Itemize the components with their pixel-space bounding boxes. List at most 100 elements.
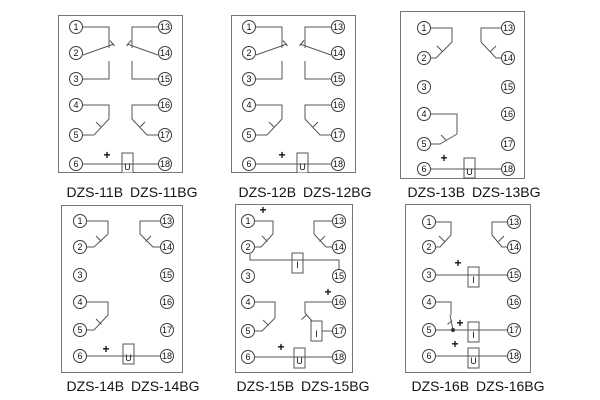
current-label-i-1: I (296, 260, 299, 270)
terminal-3: 3 (242, 72, 256, 86)
model-label-dzs-13: DZS-13B DZS-13BG (407, 184, 540, 200)
wires (249, 220, 340, 358)
coil-box-u (121, 152, 134, 173)
terminal-15: 15 (332, 269, 346, 283)
terminal-13: 13 (332, 214, 346, 228)
terminal-3: 3 (422, 268, 436, 282)
terminal-17: 17 (160, 323, 174, 337)
coil-box-u (122, 343, 135, 365)
model-label-dzs-16: DZS-16B DZS-16BG (411, 378, 544, 394)
model-label-dzs-12: DZS-12B DZS-12BG (238, 184, 371, 200)
terminal-14: 14 (331, 46, 345, 60)
coil-label-u: U (470, 356, 477, 366)
terminal-4: 4 (73, 295, 87, 309)
current-label-i-1: I (472, 275, 475, 285)
terminal-4: 4 (422, 295, 436, 309)
terminal-3: 3 (417, 80, 431, 94)
terminal-14: 14 (158, 46, 172, 60)
terminal-15: 15 (501, 80, 515, 94)
terminal-16: 16 (507, 295, 521, 309)
plus-sign: + (440, 151, 447, 165)
terminal-3: 3 (69, 72, 83, 86)
terminal-17: 17 (507, 323, 521, 337)
terminal-16: 16 (158, 98, 172, 112)
panel-dzs-14: + U 1 2 3 4 5 6 13 14 15 16 17 18 (61, 205, 183, 373)
plus-sign-5: + (456, 316, 463, 330)
wiring-diagram-dzs-13: + U (431, 27, 501, 179)
terminal-6: 6 (69, 157, 83, 171)
terminal-5: 5 (69, 128, 83, 142)
terminal-2: 2 (417, 51, 431, 65)
terminal-14: 14 (160, 240, 174, 254)
terminal-13: 13 (507, 215, 521, 229)
model-label-dzs-14: DZS-14B DZS-14BG (66, 378, 199, 394)
coil-box-u (463, 157, 476, 179)
plus-sign-3: + (454, 256, 461, 270)
current-label-i-2: I (315, 329, 318, 339)
model-name-b: DZS-13B (407, 184, 466, 200)
wires (87, 220, 160, 357)
panel-dzs-15: + + + I I U 1 2 3 4 5 6 13 14 15 16 17 1… (235, 204, 353, 373)
current-box-i-1 (291, 252, 304, 274)
model-name-b: DZS-15B (236, 378, 295, 394)
coil-label-u: U (299, 162, 306, 172)
wiring-diagram-dzs-14: + U (87, 220, 160, 365)
wires (255, 26, 332, 165)
terminal-14: 14 (507, 240, 521, 254)
plus-sign-16: + (324, 285, 331, 299)
terminal-5: 5 (417, 137, 431, 151)
model-name-bg: DZS-14BG (131, 378, 200, 394)
plus-sign: + (278, 148, 285, 162)
plus-sign-6: + (277, 340, 284, 354)
terminal-18: 18 (158, 157, 172, 171)
wiring-diagram-dzs-15: + + + I I U (249, 204, 340, 369)
terminal-2: 2 (69, 46, 83, 60)
terminal-4: 4 (69, 98, 83, 112)
terminal-5: 5 (241, 324, 255, 338)
terminal-17: 17 (158, 128, 172, 142)
model-name-b: DZS-12B (238, 184, 297, 200)
terminal-17: 17 (501, 137, 515, 151)
terminal-6: 6 (417, 162, 431, 176)
terminal-5: 5 (242, 128, 256, 142)
terminal-16: 16 (331, 98, 345, 112)
plus-sign: + (103, 148, 110, 162)
model-name-bg: DZS-16BG (476, 378, 545, 394)
terminal-17: 17 (332, 324, 346, 338)
model-name-b: DZS-14B (66, 378, 125, 394)
terminal-5: 5 (422, 323, 436, 337)
terminal-18: 18 (507, 349, 521, 363)
wires (431, 27, 501, 170)
terminal-4: 4 (242, 98, 256, 112)
terminal-4: 4 (241, 295, 255, 309)
terminal-2: 2 (241, 240, 255, 254)
model-name-b: DZS-16B (411, 378, 470, 394)
terminal-18: 18 (331, 157, 345, 171)
terminal-6: 6 (241, 350, 255, 364)
current-box-i-2 (467, 321, 480, 343)
wires (82, 26, 159, 165)
terminal-13: 13 (331, 20, 345, 34)
coil-label-u: U (296, 356, 303, 366)
current-box-i-1 (467, 266, 480, 288)
terminal-3: 3 (241, 269, 255, 283)
terminal-18: 18 (160, 349, 174, 363)
terminal-1: 1 (69, 20, 83, 34)
terminal-13: 13 (158, 20, 172, 34)
terminal-4: 4 (417, 107, 431, 121)
terminal-1: 1 (242, 20, 256, 34)
terminal-1: 1 (417, 21, 431, 35)
model-name-bg: DZS-11BG (130, 184, 198, 200)
junction-dot (451, 328, 455, 332)
panel-dzs-16: + + + I I U 1 2 3 4 5 6 13 14 15 16 17 1… (405, 204, 531, 373)
terminal-17: 17 (331, 128, 345, 142)
panel-dzs-12: + U 1 2 3 4 5 6 13 14 15 16 17 18 (231, 15, 356, 173)
terminal-2: 2 (242, 46, 256, 60)
model-name-bg: DZS-13BG (472, 184, 541, 200)
plus-sign-6: + (451, 337, 458, 351)
terminal-1: 1 (73, 214, 87, 228)
coil-box-u (467, 347, 480, 369)
terminal-15: 15 (158, 72, 172, 86)
model-name-bg: DZS-12BG (303, 184, 372, 200)
wires (436, 221, 507, 357)
